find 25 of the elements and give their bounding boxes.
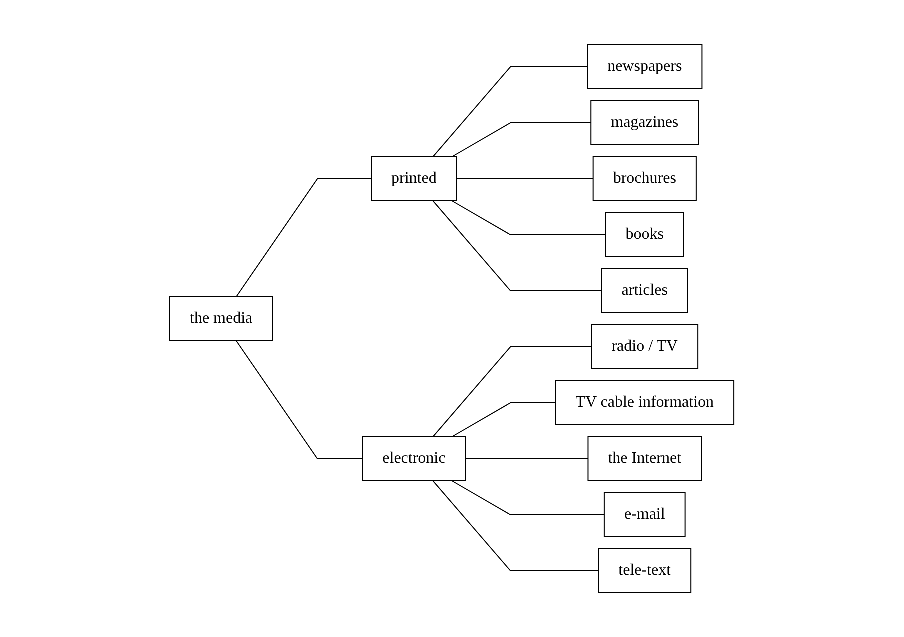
connector [452,200,606,235]
node-box: tele-text [598,548,692,593]
node-box: printed [370,156,458,201]
connector [432,200,602,291]
connector [236,178,372,297]
node-box: e-mail [604,492,686,537]
connector [432,66,588,157]
connector [452,480,605,515]
node-box: books [605,212,684,257]
node-box: brochures [592,156,697,201]
node-box: articles [601,268,688,313]
node-box: TV cable information [555,380,735,425]
connector [452,122,592,157]
connector [236,340,364,459]
connector [452,402,556,437]
node-box: electronic [362,436,466,481]
node-box: the Internet [588,436,702,481]
connector [456,178,594,179]
node-box: radio / TV [591,324,699,369]
connector [432,346,592,437]
node-box: newspapers [587,44,703,89]
connector [465,458,589,459]
node-box: magazines [590,100,700,145]
node-box: the media [169,296,274,341]
connector [432,480,600,571]
